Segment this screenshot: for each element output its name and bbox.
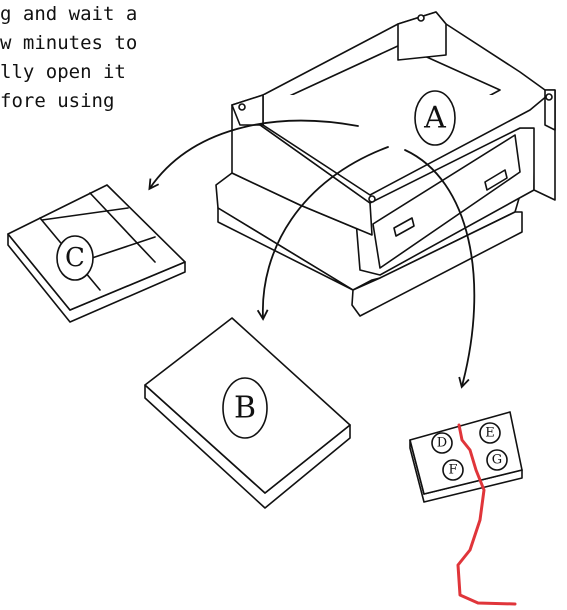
rivet [418, 15, 424, 21]
rivet [239, 104, 245, 110]
label-g: G [492, 453, 502, 468]
label-c: C [65, 243, 85, 273]
label-a: A [423, 101, 446, 136]
label-f: F [448, 463, 457, 478]
remote-control [410, 412, 522, 502]
label-d: D [437, 436, 447, 451]
label-e: E [485, 426, 495, 441]
label-b: B [234, 391, 256, 426]
rivet [369, 196, 375, 202]
cushion-c-top [8, 185, 185, 310]
rivet [546, 94, 552, 100]
cushion-c [8, 185, 185, 322]
base-unit-a [216, 12, 555, 316]
